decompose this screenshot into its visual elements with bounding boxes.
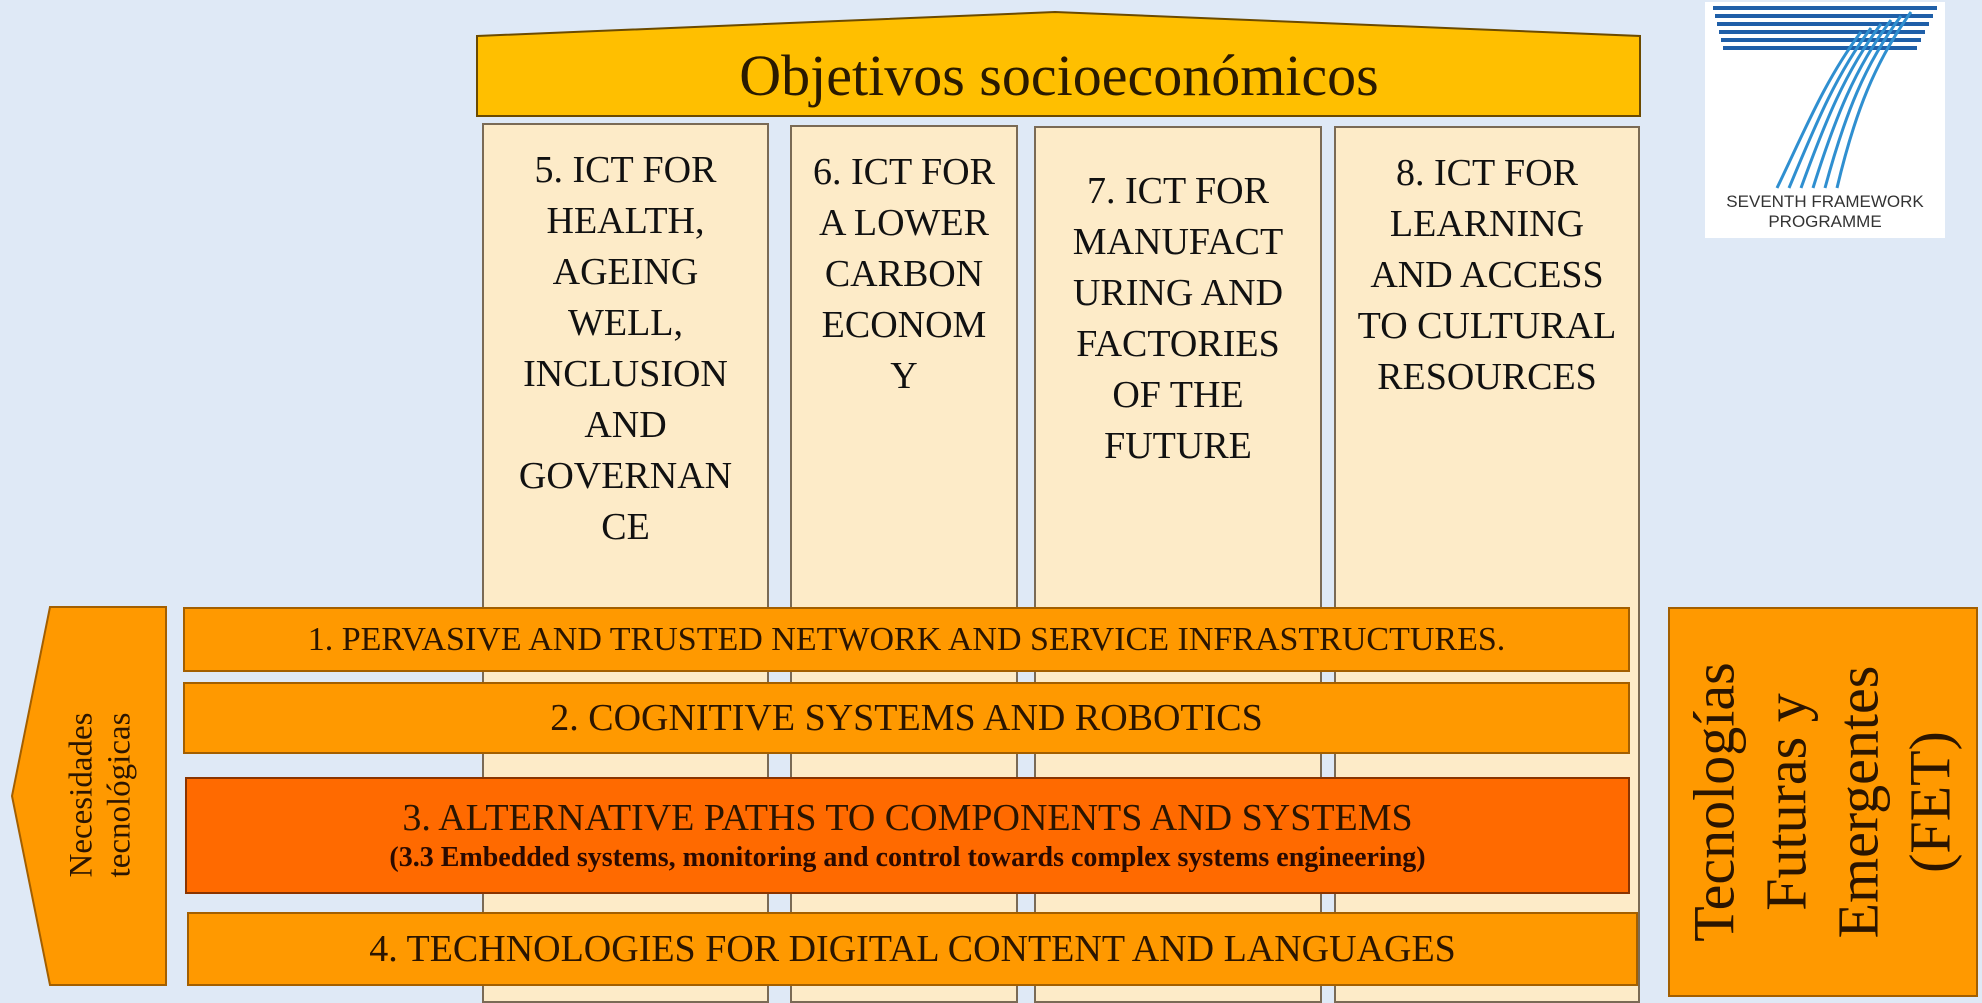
left-arrow-shape	[10, 606, 167, 986]
header-title: Objetivos socioeconómicos	[739, 42, 1379, 108]
fet-line2: Futuras y	[1753, 693, 1819, 911]
fp7-caption-line2: PROGRAMME	[1768, 212, 1882, 231]
fp7-seven-icon	[1713, 6, 1937, 189]
bar-pervasive-networks: 1. PERVASIVE AND TRUSTED NETWORK AND SER…	[183, 607, 1630, 672]
bar-alternative-paths: 3. ALTERNATIVE PATHS TO COMPONENTS AND S…	[185, 777, 1630, 894]
bar-digital-content: 4. TECHNOLOGIES FOR DIGITAL CONTENT AND …	[187, 912, 1638, 986]
column-ict-learning-label: 8. ICT FOR LEARNING AND ACCESS TO CULTUR…	[1357, 152, 1617, 398]
header-banner-shape	[476, 10, 1641, 117]
left-arrow-line2: tecnológicas	[101, 712, 137, 878]
column-ict-health-label: 5. ICT FOR HEALTH, AGEING WELL, INCLUSIO…	[518, 149, 733, 548]
bar-pervasive-networks-label: 1. PERVASIVE AND TRUSTED NETWORK AND SER…	[307, 620, 1506, 658]
left-arrow-line1: Necesidades	[63, 712, 99, 878]
fet-line1: Tecnologías	[1681, 662, 1747, 942]
bar-cognitive-systems-label: 2. COGNITIVE SYSTEMS AND ROBOTICS	[550, 697, 1263, 739]
fet-line3: Emergentes	[1825, 665, 1891, 939]
bar-alternative-paths-label: 3. ALTERNATIVE PATHS TO COMPONENTS AND S…	[402, 796, 1413, 839]
column-ict-manufacturing-label: 7. ICT FOR MANUFACT URING AND FACTORIES …	[1072, 170, 1284, 467]
bar-digital-content-label: 4. TECHNOLOGIES FOR DIGITAL CONTENT AND …	[369, 928, 1456, 970]
bar-alternative-paths-sublabel: (3.3 Embedded systems, monitoring and co…	[389, 841, 1426, 873]
bar-cognitive-systems: 2. COGNITIVE SYSTEMS AND ROBOTICS	[183, 682, 1630, 754]
left-arrow-label: Necesidades tecnológicas	[40, 610, 160, 980]
fet-line4: (FET)	[1897, 731, 1963, 873]
column-ict-lower-carbon-label: 6. ICT FOR A LOWER CARBON ECONOM Y	[813, 151, 995, 397]
fp7-logo	[1705, 2, 1945, 238]
fet-box: Tecnologías Futuras y Emergentes (FET)	[1668, 607, 1978, 997]
fp7-caption-line1: SEVENTH FRAMEWORK	[1726, 192, 1924, 211]
fp7-caption: SEVENTH FRAMEWORK PROGRAMME	[1705, 192, 1945, 238]
